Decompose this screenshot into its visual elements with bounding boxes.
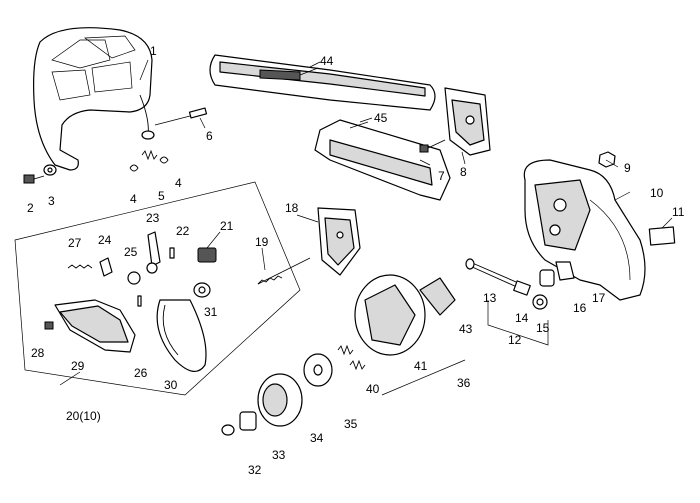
washer-3: [43, 164, 57, 176]
bracket-36: [381, 359, 466, 396]
plate-8: [444, 87, 491, 156]
hand-guard: [33, 27, 155, 171]
spring-25: [127, 271, 141, 285]
brake-band-30: [156, 299, 207, 372]
stud-19: [257, 257, 311, 285]
callout-10: 10: [650, 186, 664, 200]
callout-40-label: 40: [366, 382, 380, 396]
callout-15: 15: [536, 321, 550, 335]
washer-35: [303, 353, 333, 387]
brake-lever-29: [54, 299, 136, 353]
callout-5: 5: [158, 189, 165, 203]
callout-17: 17: [592, 291, 606, 305]
clutch-spring-40: [337, 344, 366, 371]
callout-9: 9: [624, 161, 631, 175]
bolt-2: [23, 174, 45, 184]
callout-23: 23: [146, 211, 160, 225]
callout-2: 2: [27, 201, 34, 215]
spring-5: [141, 149, 158, 161]
callout-19: 19: [255, 235, 269, 249]
callout-labels: 1 2 3 4 4 5 6 7 8 9 10 11 12 13 14 15 16…: [27, 44, 685, 477]
callout-32: 32: [248, 463, 262, 477]
leader-lines: [59, 59, 673, 386]
callout-20: 20(10): [66, 409, 101, 423]
block-21: [197, 247, 217, 263]
pin-22: [169, 247, 175, 259]
callout-33: 33: [272, 448, 286, 462]
callout-24: 24: [98, 233, 112, 247]
callout-18: 18: [285, 201, 299, 215]
pin-26: [137, 295, 142, 307]
callout-26: 26: [134, 366, 148, 380]
callout-30: 30: [164, 378, 178, 392]
clutch-hub-43: [419, 277, 456, 316]
callout-22: 22: [176, 224, 190, 238]
callout-45: 45: [374, 111, 388, 125]
plate-18: [317, 207, 361, 276]
guide-bar-44: [209, 54, 436, 111]
callout-31: 31: [204, 305, 218, 319]
brake-assembly-outline: [14, 181, 301, 396]
plate-17: [555, 261, 575, 281]
bearing-33: [239, 411, 257, 431]
callout-12: 12: [508, 333, 522, 347]
callout-14: 14: [515, 311, 529, 325]
callout-1: 1: [150, 44, 157, 58]
screw-7: [419, 139, 446, 153]
clutch-drum-34: [257, 373, 303, 427]
label-11: [648, 226, 676, 246]
callout-13: 13: [483, 291, 497, 305]
callout-4a: 4: [130, 192, 137, 206]
callout-27: 27: [68, 236, 82, 250]
callout-34: 34: [310, 431, 324, 445]
callout-16: 16: [573, 301, 587, 315]
callout-8: 8: [460, 165, 467, 179]
callout-43: 43: [459, 322, 473, 336]
callout-36: 36: [457, 376, 471, 390]
clip-4: [129, 156, 169, 172]
nut-9: [598, 151, 616, 168]
bracket-12: [487, 300, 549, 346]
chain-45: [314, 119, 451, 201]
link-24: [99, 257, 113, 277]
callout-44: 44: [320, 54, 334, 68]
callout-35: 35: [344, 417, 358, 431]
spring-27: [67, 264, 93, 269]
adjuster-16: [539, 269, 555, 287]
callout-28: 28: [31, 346, 45, 360]
callout-29: 29: [71, 359, 85, 373]
callout-25: 25: [124, 245, 138, 259]
clutch-shoe-41: [354, 274, 426, 356]
screw-28: [44, 321, 54, 330]
pin-6: [154, 107, 208, 126]
callout-3: 3: [48, 194, 55, 208]
tensioner-nut-14: [513, 280, 531, 296]
lever-23: [146, 231, 161, 274]
washer-32: [221, 424, 235, 436]
callout-6: 6: [206, 129, 213, 143]
callout-41: 41: [414, 359, 428, 373]
callout-21: 21: [220, 219, 234, 233]
callout-4b: 4: [175, 176, 182, 190]
bushing-31: [193, 282, 211, 298]
washer-15: [532, 294, 548, 310]
callout-11: 11: [672, 205, 685, 219]
clutch-cover-10: [523, 159, 646, 301]
callout-7: 7: [438, 169, 445, 183]
